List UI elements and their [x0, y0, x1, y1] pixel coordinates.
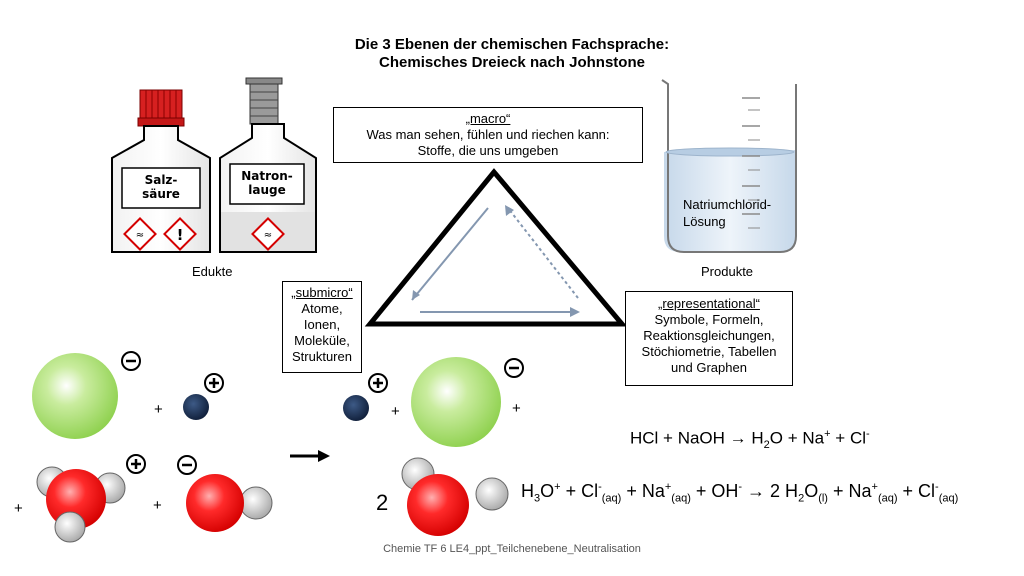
macro-line-1: Was man sehen, fühlen und riechen kann: [366, 127, 610, 142]
chloride-ion-right [411, 357, 501, 447]
svg-text:≈: ≈ [264, 230, 272, 241]
plus-sign: + [14, 500, 23, 517]
representational-item: Reaktionsgleichungen, [643, 328, 775, 343]
water-coefficient: 2 [376, 490, 389, 515]
submicro-item: Atome, [301, 301, 343, 316]
edukte-caption: Edukte [192, 264, 233, 279]
reaction-arrow [290, 450, 330, 462]
svg-text:!: ! [177, 226, 184, 244]
macro-line-2: Stoffe, die uns umgeben [417, 143, 559, 158]
macro-heading: „macro“ [465, 111, 511, 126]
produkte-caption: Produkte [701, 264, 754, 279]
hydrochloric-acid-bottle: ≈ ! [111, 89, 211, 253]
charge-symbols [121, 351, 524, 475]
svg-text:≈: ≈ [136, 230, 144, 241]
chloride-ion-left [32, 353, 118, 439]
representational-item: Symbole, Formeln, [654, 312, 764, 327]
plus-sign: + [512, 400, 521, 417]
water-molecule [401, 457, 509, 536]
plus-sign: + [391, 403, 400, 420]
sodium-ion-right [343, 395, 369, 421]
representational-item: und Graphen [671, 360, 747, 375]
submicro-item: Strukturen [292, 349, 352, 364]
submicro-box: „submicro“ Atome, Ionen, Moleküle, Struk… [282, 281, 362, 373]
bottle-label-natronlauge: Natron- lauge [241, 169, 293, 197]
title-line-2: Chemisches Dreieck nach Johnstone [379, 54, 645, 71]
equation-ionic: H3O+ + Cl-(aq) + Na+(aq) + OH- → 2 H2O(l… [521, 481, 959, 505]
sodium-ion-left [183, 394, 209, 420]
macro-box: „macro“ Was man sehen, fühlen und rieche… [333, 107, 643, 163]
representational-item: Stöchiometrie, Tabellen [641, 344, 777, 359]
submicro-item: Ionen, [303, 317, 341, 332]
submicro-heading: „submicro“ [291, 285, 353, 300]
beaker-content-label: Natriumchlorid- Lösung [683, 197, 772, 229]
representational-heading: „representational“ [658, 296, 760, 311]
hydroxide-ion [186, 474, 273, 532]
equation-simple: HCl + NaOH → H2O + Na+ + Cl- [630, 428, 870, 452]
page-title: Die 3 Ebenen der chemischen Fachsprache:… [0, 36, 1024, 72]
plus-sign: + [154, 401, 163, 418]
johnstone-triangle [364, 168, 628, 327]
title-line-1: Die 3 Ebenen der chemischen Fachsprache: [354, 36, 670, 53]
bottle-label-salzsaeure: Salz- säure [142, 173, 180, 201]
beaker [661, 79, 797, 253]
slide-footer: Chemie TF 6 LE4_ppt_Teilchenebene_Neutra… [383, 543, 641, 555]
plus-sign: + [153, 497, 162, 514]
hydronium-ion [36, 466, 126, 543]
submicro-item: Moleküle, [294, 333, 350, 348]
sodium-hydroxide-bottle: ≈ [219, 77, 317, 253]
representational-box: „representational“ Symbole, Formeln, Rea… [625, 291, 793, 386]
